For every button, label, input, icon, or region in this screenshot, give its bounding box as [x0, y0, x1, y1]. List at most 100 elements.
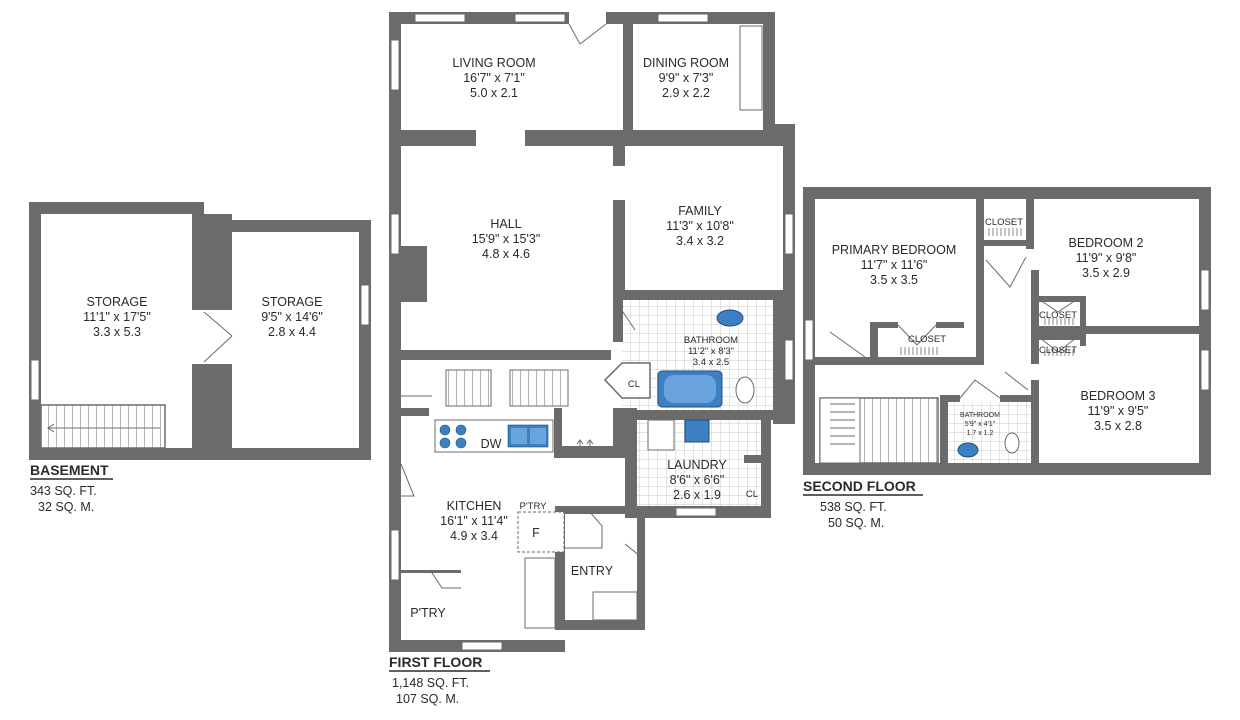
sink-icon — [507, 424, 549, 448]
room-imperial: 11'3" x 10'8" — [666, 219, 734, 233]
room-imperial: 9'5" x 14'6" — [261, 310, 323, 324]
first-floor-plan: LIVING ROOM 16'7" x 7'1" 5.0 x 2.1 DININ… — [389, 12, 795, 706]
room-metric: 3.5 x 2.9 — [1082, 266, 1130, 280]
room-laundry: LAUNDRY 8'6" x 6'6" 2.6 x 1.9 — [667, 458, 727, 502]
first-floor-windows — [390, 13, 794, 651]
room-metric: 5.0 x 2.1 — [470, 86, 518, 100]
basement-room-storage-2: STORAGE 9'5" x 14'6" 2.8 x 4.4 — [261, 295, 323, 339]
basement-windows — [30, 284, 370, 401]
room-name: LIVING ROOM — [452, 56, 535, 70]
floor-sq-ft: 1,148 SQ. FT. — [392, 676, 469, 690]
room-name: BEDROOM 2 — [1068, 236, 1143, 250]
closet-shape — [603, 362, 651, 399]
first-floor-stairs-a — [445, 369, 492, 407]
room-imperial: 16'1" x 11'4" — [440, 514, 508, 528]
room-bedroom-3: BEDROOM 3 11'9" x 9'5" 3.5 x 2.8 — [1080, 389, 1155, 433]
room-name: HALL — [490, 217, 521, 231]
closet-label: CL — [746, 489, 758, 500]
room-family: FAMILY 11'3" x 10'8" 3.4 x 3.2 — [666, 204, 734, 248]
room-name: BATHROOM — [684, 335, 738, 346]
room-metric: 2.9 x 2.2 — [662, 86, 710, 100]
basement-walls — [29, 202, 371, 460]
closet-label: CLOSET — [985, 217, 1023, 228]
room-metric: 4.9 x 3.4 — [450, 529, 498, 543]
room-name: BATHROOM — [960, 412, 1000, 419]
dishwasher-label: DW — [481, 437, 502, 451]
room-bathroom: BATHROOM 11'2" x 8'3" 3.4 x 2.5 — [684, 335, 738, 368]
room-name: STORAGE — [262, 295, 323, 309]
floor-label: BASEMENT — [30, 462, 109, 478]
room-imperial: 11'1" x 17'5" — [83, 310, 151, 324]
room-name: LAUNDRY — [667, 458, 727, 472]
room-name: PRIMARY BEDROOM — [832, 243, 957, 257]
second-floor-windows — [804, 269, 1210, 391]
closet-label: CL — [628, 379, 640, 390]
room-name: BEDROOM 3 — [1080, 389, 1155, 403]
room-metric: 3.3 x 5.3 — [93, 325, 141, 339]
basement-stairs — [40, 404, 166, 449]
room-metric: 4.8 x 4.6 — [482, 247, 530, 261]
fridge-box — [517, 511, 565, 553]
dining-built-in — [739, 25, 763, 111]
room-kitchen: KITCHEN 16'1" x 11'4" 4.9 x 3.4 — [440, 499, 508, 543]
second-floor-plan: PRIMARY BEDROOM 11'7" x 11'6" 3.5 x 3.5 … — [803, 187, 1211, 530]
pantry-label: P'TRY — [410, 606, 446, 620]
basement-summary: BASEMENT 343 SQ. FT. 32 SQ. M. — [30, 462, 113, 514]
floor-label: SECOND FLOOR — [803, 478, 916, 494]
second-bath-sink-icon — [957, 442, 979, 458]
stove-icon — [439, 424, 467, 449]
room-second-bathroom: BATHROOM 5'9" x 4'1" 1.7 x 1.2 — [960, 412, 1000, 437]
room-metric: 3.5 x 2.8 — [1094, 419, 1142, 433]
kitchen-counter — [434, 419, 554, 453]
second-bath-toilet-icon — [1004, 432, 1020, 454]
room-imperial: 16'7" x 7'1" — [463, 71, 525, 85]
room-metric: 1.7 x 1.2 — [967, 430, 994, 437]
room-bedroom-2: BEDROOM 2 11'9" x 9'8" 3.5 x 2.9 — [1068, 236, 1143, 280]
floor-sq-m: 107 SQ. M. — [396, 692, 459, 706]
room-imperial: 11'9" x 9'5" — [1088, 404, 1149, 418]
room-name: DINING ROOM — [643, 56, 729, 70]
room-imperial: 11'9" x 9'8" — [1076, 251, 1137, 265]
floor-sq-ft: 538 SQ. FT. — [820, 500, 887, 514]
second-floor-walls — [803, 187, 1211, 475]
room-living-room: LIVING ROOM 16'7" x 7'1" 5.0 x 2.1 — [452, 56, 535, 100]
fridge-label: F — [532, 526, 540, 540]
room-name: STORAGE — [87, 295, 148, 309]
laundry-sink-icon — [684, 419, 710, 443]
basement-plan: STORAGE 11'1" x 17'5" 3.3 x 5.3 STORAGE … — [29, 202, 371, 514]
laundry-fixtures — [647, 419, 710, 451]
room-metric: 3.4 x 3.2 — [676, 234, 724, 248]
first-floor-stairs-b — [509, 369, 569, 407]
room-imperial: 8'6" x 6'6" — [670, 473, 725, 487]
room-imperial: 9'9" x 7'3" — [659, 71, 714, 85]
room-name: FAMILY — [678, 204, 722, 218]
floor-sq-m: 32 SQ. M. — [38, 500, 94, 514]
room-imperial: 5'9" x 4'1" — [965, 421, 996, 428]
toilet-icon — [735, 376, 755, 404]
floor-label: FIRST FLOOR — [389, 654, 482, 670]
floor-sq-m: 50 SQ. M. — [828, 516, 884, 530]
room-dining-room: DINING ROOM 9'9" x 7'3" 2.9 x 2.2 — [643, 56, 729, 100]
room-imperial: 11'7" x 11'6" — [861, 258, 928, 272]
second-floor-summary: SECOND FLOOR 538 SQ. FT. 50 SQ. M. — [803, 478, 923, 530]
room-primary-bedroom: PRIMARY BEDROOM 11'7" x 11'6" 3.5 x 3.5 — [832, 243, 957, 287]
entry-label: ENTRY — [571, 564, 614, 578]
room-name: KITCHEN — [447, 499, 502, 513]
room-metric: 2.8 x 4.4 — [268, 325, 316, 339]
closet-label: CLOSET — [1039, 345, 1077, 356]
basement-door — [203, 311, 233, 363]
first-floor-summary: FIRST FLOOR 1,148 SQ. FT. 107 SQ. M. — [389, 654, 490, 706]
room-imperial: 15'9" x 15'3" — [472, 232, 541, 246]
pantry-label: P'TRY — [520, 501, 548, 512]
room-metric: 2.6 x 1.9 — [673, 488, 721, 502]
basement-room-storage-1: STORAGE 11'1" x 17'5" 3.3 x 5.3 — [83, 295, 151, 339]
closet-label: CLOSET — [1039, 310, 1077, 321]
bath-sink-icon — [716, 309, 744, 327]
floor-sq-ft: 343 SQ. FT. — [30, 484, 97, 498]
room-imperial: 11'2" x 8'3" — [688, 346, 734, 357]
closet-label: CLOSET — [908, 334, 946, 345]
first-floor-doors — [400, 23, 646, 589]
room-metric: 3.5 x 3.5 — [870, 273, 918, 287]
first-floor-bath-fixtures — [603, 309, 755, 408]
